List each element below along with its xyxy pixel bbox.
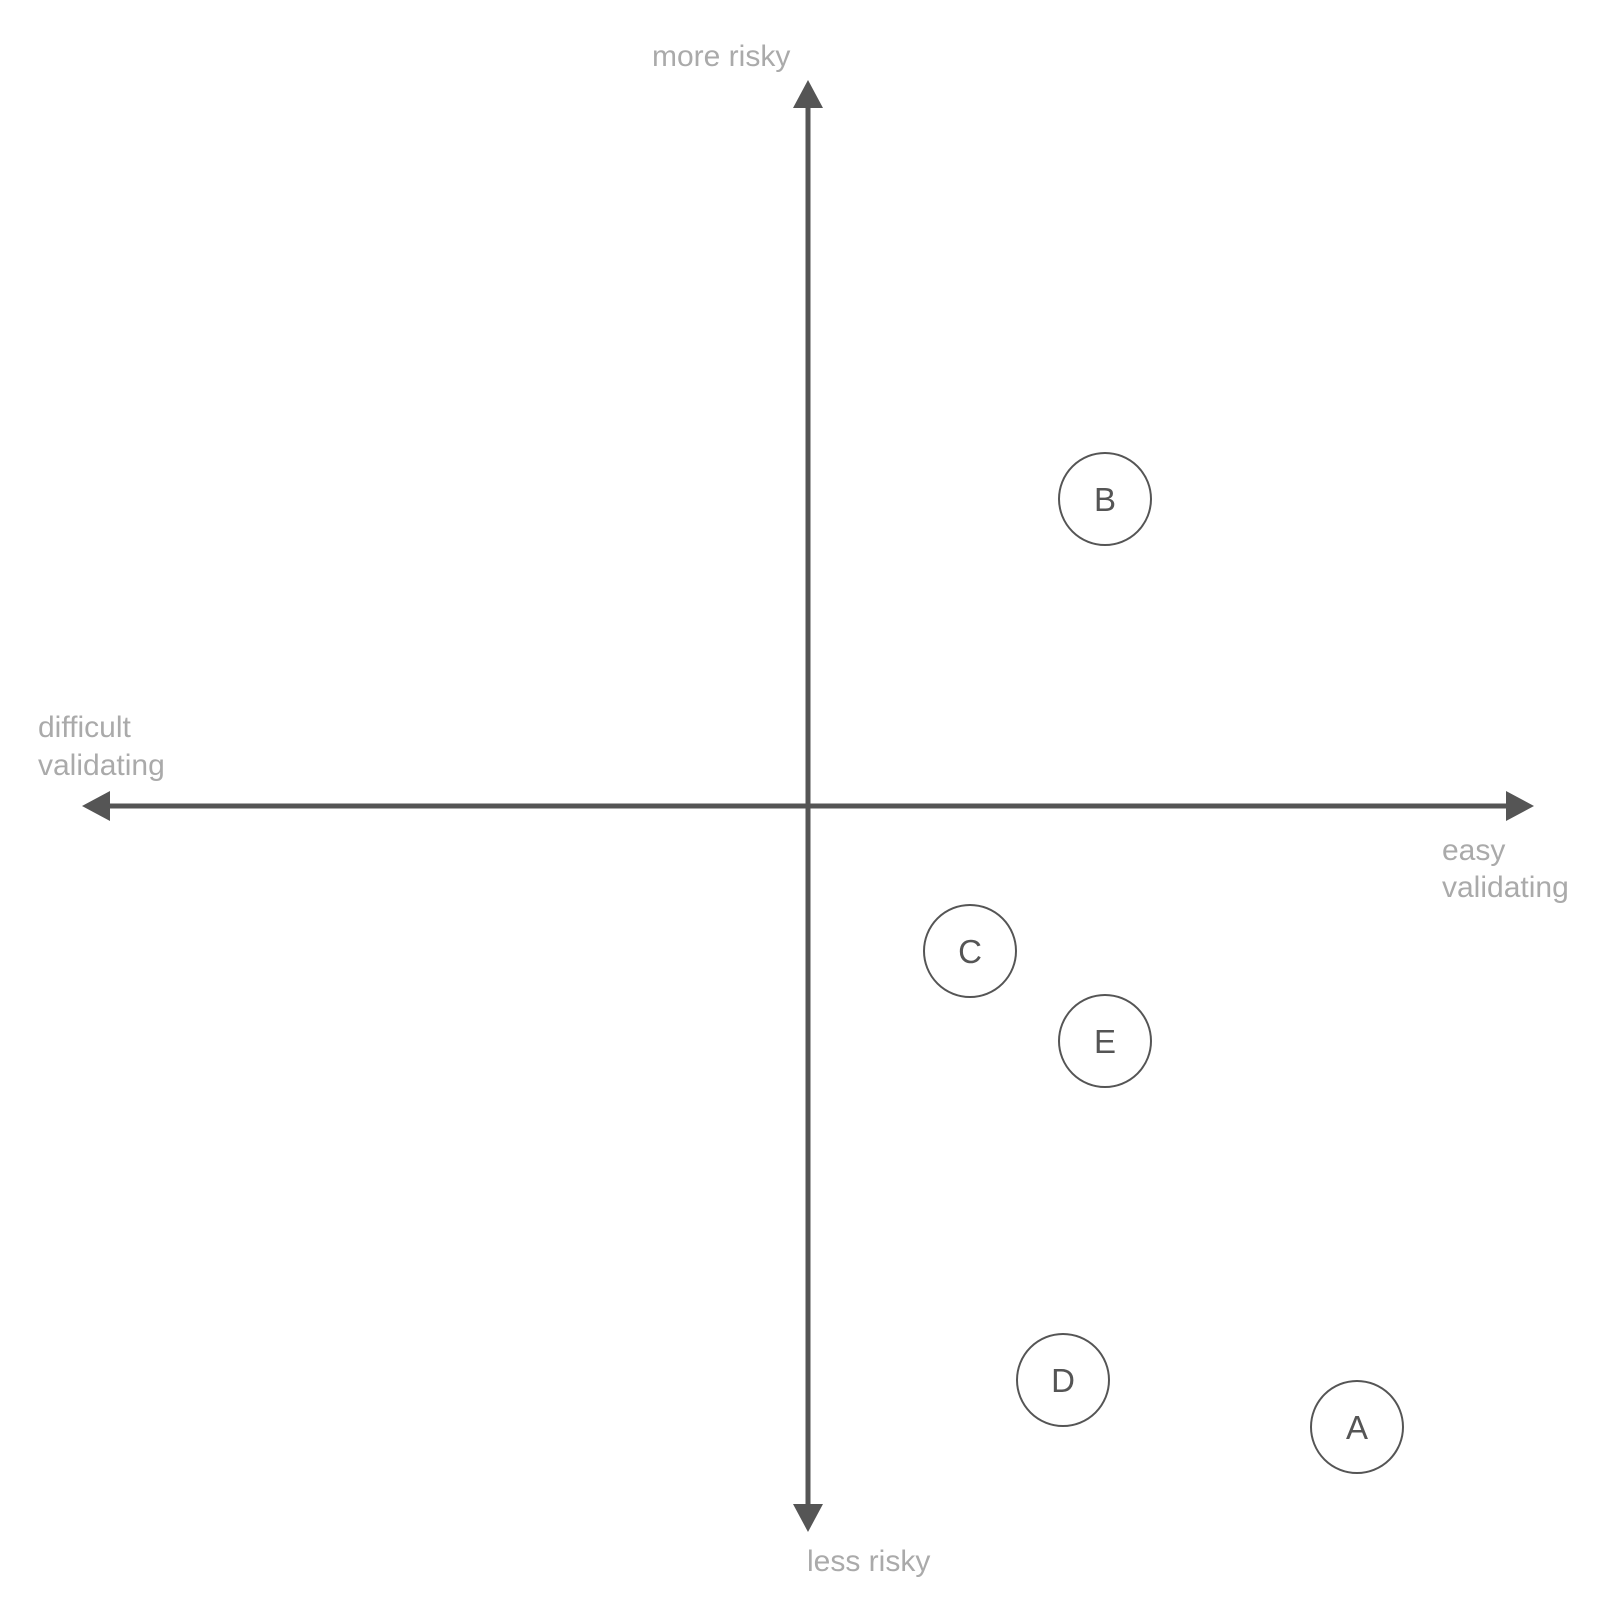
arrow-right-icon [1506,791,1534,821]
point-c-label: C [958,933,982,970]
axis-label-left: difficult validating [38,711,165,782]
arrow-left-icon [82,791,110,821]
axis-label-bottom: less risky [807,1545,930,1578]
axis-label-left-line-1: difficult [38,711,131,744]
axis-label-left-line-2: validating [38,749,165,782]
arrow-up-icon [793,80,823,108]
axis-label-top: more risky [652,40,790,73]
point-b: B [1058,452,1152,546]
point-e-label: E [1094,1023,1116,1060]
arrow-down-icon [793,1504,823,1532]
axis-label-right-line-2: validating [1442,871,1569,904]
point-a-label: A [1346,1409,1368,1446]
axis-label-right-line-1: easy [1442,834,1505,867]
point-a: A [1310,1380,1404,1474]
axis-label-right: easy validating [1442,834,1569,904]
point-d-label: D [1051,1362,1075,1399]
point-b-label: B [1094,481,1116,518]
point-d: D [1016,1333,1110,1427]
point-e: E [1058,994,1152,1088]
point-c: C [923,904,1017,998]
